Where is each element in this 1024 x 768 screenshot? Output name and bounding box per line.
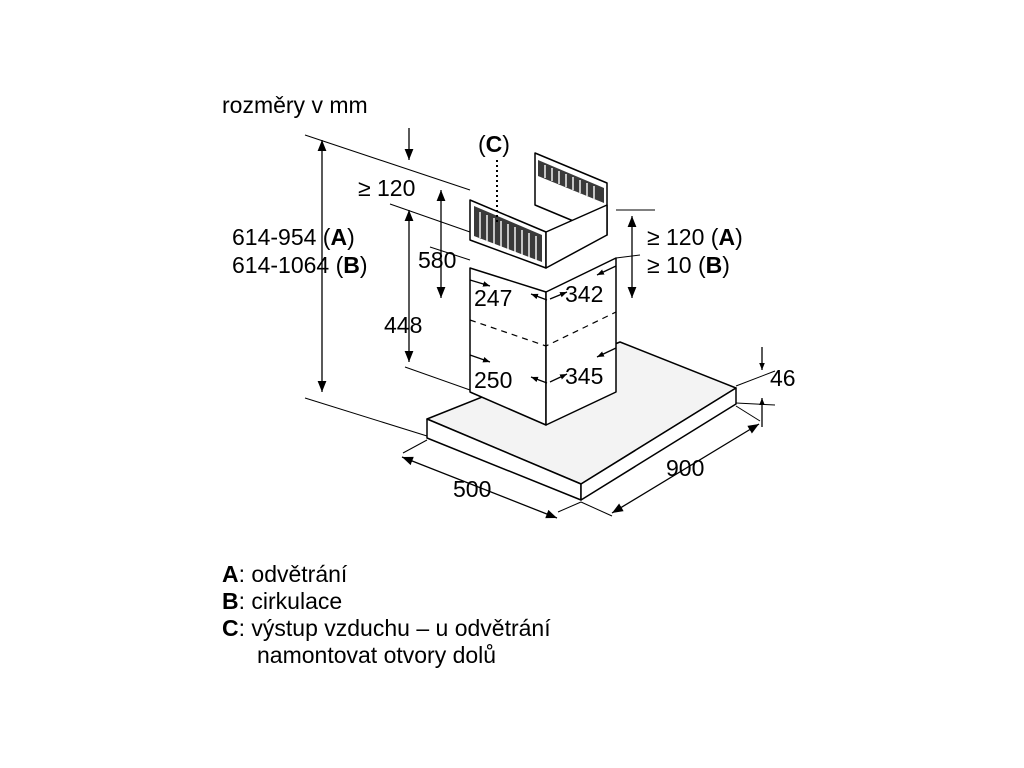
- legend: A: odvětrání B: cirkulace C: výstup vzdu…: [222, 561, 551, 669]
- canopy-width-arrow: [611, 423, 760, 514]
- upper-chimney-width-label: 247: [474, 285, 512, 311]
- legend-text: : odvětrání: [238, 561, 348, 587]
- vent-grille: [474, 160, 604, 262]
- clearance-top-label: ≥ 120: [358, 175, 415, 201]
- lower-chimney-width-label: 250: [474, 367, 512, 393]
- legend-text: : cirkulace: [238, 588, 343, 614]
- chimney-overlap-line: [469, 311, 617, 347]
- lower-chimney-height-label: 448: [384, 312, 422, 338]
- vent-slot-lines: [479, 165, 595, 261]
- units-caption: rozměry v mm: [222, 92, 368, 118]
- total-height-label-a: 614-954 (A): [232, 224, 355, 250]
- canopy-depth-arrow: [401, 456, 558, 519]
- upper-chimney-depth-label: 342: [565, 281, 603, 307]
- upper-chimney-height-label: 580: [418, 247, 456, 273]
- lower-chimney-side: [545, 257, 617, 426]
- legend-item-a: A: odvětrání: [222, 561, 551, 588]
- right-clearance-label-a: ≥ 120 (A): [647, 224, 743, 250]
- legend-item-c-continuation: namontovat otvory dolů: [257, 642, 497, 668]
- legend-item-b: B: cirkulace: [222, 588, 551, 615]
- chimney-top-marker: (C): [478, 131, 510, 157]
- canopy-thickness-label: 46: [770, 365, 796, 391]
- dimension-arrows: [317, 128, 765, 519]
- canopy-width-label: 900: [666, 455, 704, 481]
- right-clearance-label-b: ≥ 10 (B): [647, 252, 730, 278]
- legend-text: : výstup vzduchu – u odvětrání: [238, 615, 551, 641]
- legend-item-c: C: výstup vzduchu – u odvětrání: [222, 615, 551, 642]
- legend-key: B: [222, 588, 239, 614]
- total-height-label-b: 614-1064 (B): [232, 252, 368, 278]
- legend-key: A: [222, 561, 239, 587]
- upper-chimney-side-panel: [545, 204, 608, 269]
- legend-key: C: [222, 615, 239, 641]
- canopy-depth-label: 500: [453, 476, 491, 502]
- lower-chimney-depth-label: 345: [565, 363, 603, 389]
